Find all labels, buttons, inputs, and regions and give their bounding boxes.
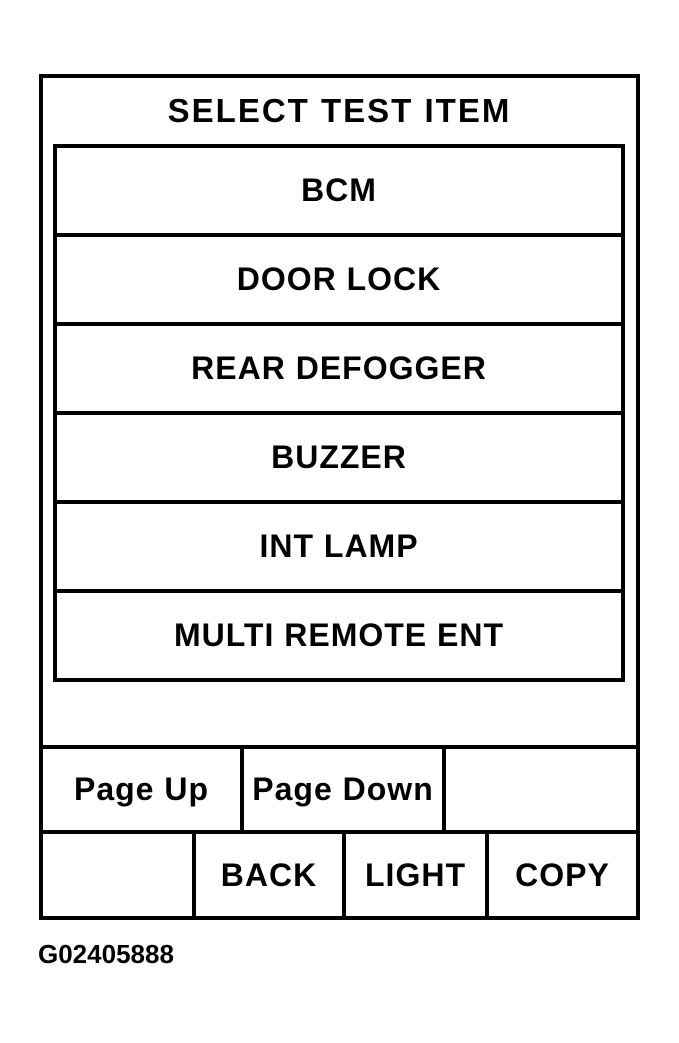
screen-title: SELECT TEST ITEM [167,92,512,129]
pager-spacer-cell [446,749,636,830]
test-item-door-lock[interactable]: DOOR LOCK [57,237,621,326]
test-item-multi-remote-ent[interactable]: MULTI REMOTE ENT [173,617,505,653]
back-button[interactable]: BACK [196,834,346,916]
test-item-int-lamp[interactable]: INT LAMP [57,504,621,593]
page-down-button[interactable]: Page Down [244,749,446,830]
light-button[interactable]: LIGHT [346,834,489,916]
test-item-bcm[interactable]: BCM [57,148,621,237]
test-item-list: BCM DOOR LOCK REAR DEFOGGER BUZZER INT L… [53,144,625,682]
scan-tool-screen-frame: SELECT TEST ITEM BCM DOOR LOCK REAR DEFO… [39,74,640,920]
test-item-buzzer[interactable]: BUZZER [57,415,621,504]
page-up-button[interactable]: Page Up [43,749,244,830]
copy-button[interactable]: COPY [515,856,610,893]
pager-row: Page Up Page Down [43,745,636,830]
function-key-spacer-cell [43,834,196,916]
test-item-rear-defogger[interactable]: REAR DEFOGGER [57,326,621,415]
figure-id: G02405888 [38,939,174,969]
function-key-row: BACK LIGHT COPY [43,830,636,916]
